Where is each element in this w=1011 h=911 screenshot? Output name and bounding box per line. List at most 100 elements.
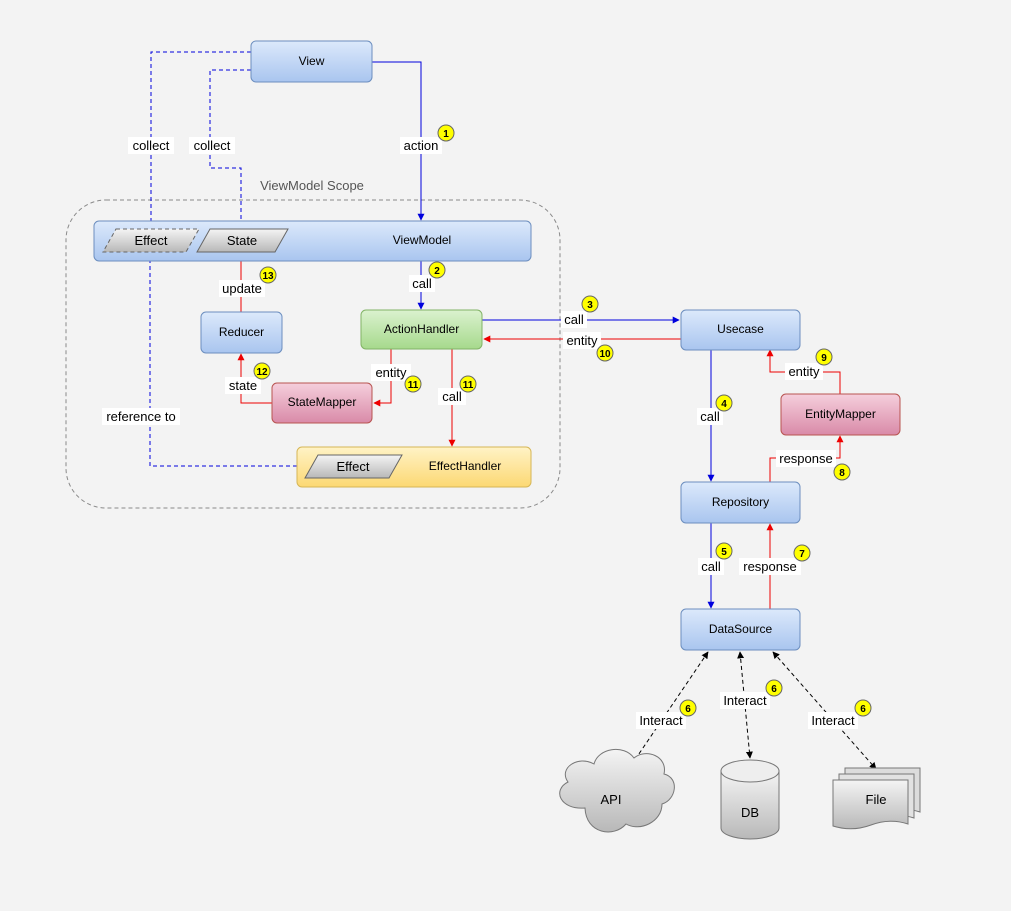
edge-reference-to [149, 252, 313, 470]
entitymapper-node[interactable]: EntityMapper [780, 393, 901, 436]
viewmodel-scope [65, 199, 561, 509]
svg-text:API: API [601, 792, 622, 807]
svg-text:collect: collect [133, 138, 170, 153]
svg-text:entity: entity [788, 364, 820, 379]
label-call-viewmodel: call [409, 275, 435, 292]
svg-text:DataSource: DataSource [709, 622, 773, 636]
svg-text:call: call [701, 559, 721, 574]
label-reference-to: reference to [102, 408, 180, 425]
svg-text:1: 1 [443, 129, 449, 140]
svg-text:EffectHandler: EffectHandler [429, 459, 502, 473]
statemapper-node[interactable]: StateMapper [271, 382, 373, 424]
step-badge: 6 [679, 699, 697, 717]
svg-text:call: call [700, 409, 720, 424]
svg-text:6: 6 [860, 704, 866, 715]
svg-text:8: 8 [839, 468, 845, 479]
svg-text:10: 10 [599, 349, 611, 360]
database-icon [720, 771, 780, 840]
svg-text:7: 7 [799, 549, 805, 560]
svg-text:Interact: Interact [723, 693, 767, 708]
svg-text:4: 4 [721, 399, 727, 410]
label-entity-statemapper: entity [371, 364, 411, 381]
svg-text:6: 6 [771, 684, 777, 695]
svg-text:9: 9 [821, 353, 827, 364]
svg-text:11: 11 [408, 380, 419, 391]
db-node[interactable]: DB [720, 759, 780, 840]
step-badge: 4 [715, 394, 733, 412]
svg-text:Usecase: Usecase [717, 322, 764, 336]
step-badge: 13 [259, 266, 277, 284]
edge-action [372, 61, 425, 221]
svg-text:DB: DB [741, 805, 759, 820]
label-collect-state: collect [189, 137, 235, 154]
label-entity-actionhandler: entity [563, 332, 601, 349]
label-interact-file: Interact [808, 712, 858, 729]
label-call-usecase: call [561, 311, 587, 328]
api-node[interactable]: API [559, 749, 675, 833]
svg-text:12: 12 [256, 367, 268, 378]
svg-text:6: 6 [685, 704, 691, 715]
svg-text:call: call [564, 312, 584, 327]
step-badge: 5 [715, 542, 733, 560]
actionhandler-node[interactable]: ActionHandler [360, 309, 483, 350]
svg-text:Reducer: Reducer [219, 325, 264, 339]
step-badge: 10 [596, 344, 614, 362]
documents-icon [832, 767, 921, 830]
svg-text:File: File [866, 792, 887, 807]
label-action: action [400, 137, 442, 154]
svg-text:13: 13 [262, 271, 274, 282]
edge-interact-file [772, 651, 877, 770]
step-badge: 6 [765, 679, 783, 697]
label-call-repository: call [697, 408, 723, 425]
svg-text:Interact: Interact [811, 713, 855, 728]
svg-text:StateMapper: StateMapper [288, 395, 357, 409]
step-badge: 9 [815, 348, 833, 366]
svg-text:state: state [229, 378, 257, 393]
effect-bottom-node[interactable]: Effect [304, 454, 403, 479]
label-call-datasource: call [698, 558, 724, 575]
svg-text:Interact: Interact [639, 713, 683, 728]
step-badge: 12 [253, 362, 271, 380]
label-state: state [225, 377, 261, 394]
svg-text:reference to: reference to [106, 409, 175, 424]
svg-text:EntityMapper: EntityMapper [805, 407, 876, 421]
label-response-repository: response [739, 558, 801, 575]
svg-text:5: 5 [721, 547, 727, 558]
step-badge: 1 [437, 124, 455, 142]
repository-node[interactable]: Repository [680, 481, 801, 524]
svg-text:collect: collect [194, 138, 231, 153]
datasource-node[interactable]: DataSource [680, 608, 801, 651]
svg-text:ViewModel: ViewModel [393, 233, 451, 247]
edge-collect-state [209, 69, 251, 229]
svg-text:call: call [412, 276, 432, 291]
svg-text:action: action [404, 138, 439, 153]
step-badge: 11 [404, 375, 422, 393]
reducer-node[interactable]: Reducer [200, 311, 283, 354]
step-badge: 6 [854, 699, 872, 717]
svg-text:2: 2 [434, 266, 440, 277]
svg-text:call: call [442, 389, 462, 404]
svg-text:Repository: Repository [712, 495, 769, 509]
view-node[interactable]: View [250, 40, 373, 83]
step-badge: 2 [428, 261, 446, 279]
svg-text:response: response [743, 559, 796, 574]
effect-top-node[interactable]: Effect [102, 228, 200, 253]
svg-text:entity: entity [375, 365, 407, 380]
edge-interact-db [737, 651, 753, 759]
state-top-node[interactable]: State [196, 228, 289, 253]
edge-collect-effect [147, 51, 251, 229]
step-badge: 11 [459, 375, 477, 393]
label-update: update [219, 280, 265, 297]
svg-text:entity: entity [566, 333, 598, 348]
cloud-icon [559, 749, 675, 833]
svg-text:ActionHandler: ActionHandler [384, 322, 459, 336]
file-node[interactable]: File [832, 767, 921, 830]
svg-text:response: response [779, 451, 832, 466]
usecase-node[interactable]: Usecase [680, 309, 801, 351]
svg-text:update: update [222, 281, 262, 296]
label-interact-api: Interact [636, 712, 686, 729]
step-badge: 8 [833, 463, 851, 481]
step-badge: 7 [793, 544, 811, 562]
svg-text:State: State [227, 233, 257, 248]
